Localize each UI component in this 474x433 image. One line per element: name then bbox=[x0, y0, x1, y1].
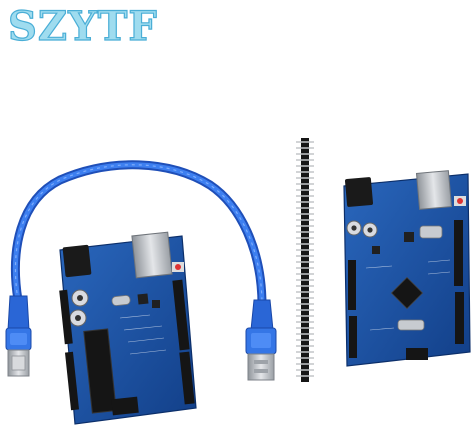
usb-b-plug bbox=[5, 295, 32, 377]
watermark-logo: SZYTF bbox=[7, 3, 158, 50]
usb-cable bbox=[5, 160, 277, 381]
pin-header-strip bbox=[296, 138, 314, 382]
arduino-uno-dip-board bbox=[59, 231, 197, 425]
usb-a-plug bbox=[245, 299, 277, 381]
arduino-uno-smd-board bbox=[343, 170, 471, 367]
